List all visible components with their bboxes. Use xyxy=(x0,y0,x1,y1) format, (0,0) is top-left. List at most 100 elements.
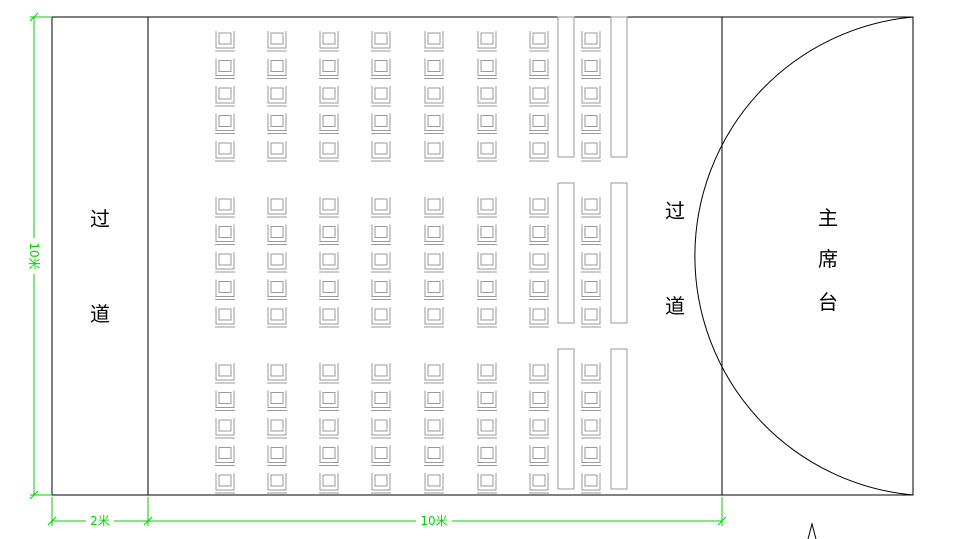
chair-icon xyxy=(581,86,601,107)
chair-icon xyxy=(215,418,235,439)
chair-icon xyxy=(477,31,497,52)
chair-icon xyxy=(215,113,235,134)
chair-icon xyxy=(477,473,497,494)
chair-icon xyxy=(424,31,444,52)
chair-icon xyxy=(267,31,287,52)
chair-icon xyxy=(477,197,497,218)
chair-icon xyxy=(267,197,287,218)
chair-icon xyxy=(424,86,444,107)
chair-icon xyxy=(319,197,339,218)
stage-label-1: 主 xyxy=(818,206,838,230)
chair-icon xyxy=(529,113,549,134)
chair-icon xyxy=(371,197,391,218)
partition xyxy=(557,182,575,324)
chair-icon xyxy=(371,473,391,494)
right-aisle-label-1: 过 xyxy=(665,199,685,223)
chair-icon xyxy=(319,113,339,134)
chair-icon xyxy=(371,141,391,162)
chair-icon xyxy=(424,252,444,273)
chair-icon xyxy=(319,473,339,494)
chair-icon xyxy=(215,252,235,273)
partition xyxy=(610,182,628,324)
chair-icon xyxy=(477,252,497,273)
chair-icon xyxy=(319,418,339,439)
chair-icon xyxy=(371,31,391,52)
chair-icon xyxy=(267,445,287,466)
chair-icon xyxy=(529,58,549,79)
chair-icon xyxy=(215,86,235,107)
building-outline xyxy=(51,16,914,496)
chair-icon xyxy=(477,113,497,134)
chair-icon xyxy=(319,252,339,273)
chair-icon xyxy=(215,363,235,384)
stage-label-3: 台 xyxy=(818,290,838,314)
chair-icon xyxy=(319,390,339,411)
chair-icon xyxy=(267,252,287,273)
hall-width-label: 10米 xyxy=(420,514,447,528)
chair-icon xyxy=(581,31,601,52)
chair-icon xyxy=(477,445,497,466)
chair-icon xyxy=(581,473,601,494)
arrow-icon xyxy=(807,522,817,539)
chair-icon xyxy=(529,418,549,439)
chair-icon xyxy=(581,197,601,218)
partition xyxy=(557,16,575,158)
chair-icon xyxy=(371,390,391,411)
chair-icon xyxy=(371,224,391,245)
chair-icon xyxy=(319,307,339,328)
chair-icon xyxy=(477,279,497,300)
chair-icon xyxy=(215,390,235,411)
chair-icon xyxy=(581,390,601,411)
chair-icon xyxy=(215,31,235,52)
chair-icon xyxy=(529,224,549,245)
chair-icon xyxy=(581,113,601,134)
chair-icon xyxy=(529,141,549,162)
chair-icon xyxy=(424,141,444,162)
chair-icon xyxy=(319,445,339,466)
chair-icon xyxy=(424,363,444,384)
chair-icon xyxy=(529,445,549,466)
partition xyxy=(557,348,575,490)
chair-icon xyxy=(424,58,444,79)
chair-icon xyxy=(477,141,497,162)
chair-icon xyxy=(267,418,287,439)
chair-icon xyxy=(477,224,497,245)
chair-icon xyxy=(267,113,287,134)
chair-icon xyxy=(215,473,235,494)
chair-icon xyxy=(581,363,601,384)
chair-icon xyxy=(319,141,339,162)
chair-icon xyxy=(267,363,287,384)
chair-icon xyxy=(529,307,549,328)
chair-icon xyxy=(267,224,287,245)
chair-icon xyxy=(581,58,601,79)
chair-icon xyxy=(319,58,339,79)
chair-icon xyxy=(371,252,391,273)
chair-icon xyxy=(215,224,235,245)
chair-icon xyxy=(424,279,444,300)
chair-icon xyxy=(215,197,235,218)
partitions xyxy=(557,16,628,490)
chair-icon xyxy=(424,307,444,328)
chair-icon xyxy=(267,307,287,328)
left-aisle-label-1: 过 xyxy=(90,207,110,231)
chair-icon xyxy=(529,279,549,300)
height-label: 10米 xyxy=(27,242,41,269)
left-width-label: 2米 xyxy=(90,514,110,528)
chair-icon xyxy=(371,363,391,384)
chair-icon xyxy=(267,58,287,79)
chair-icon xyxy=(319,86,339,107)
chair-icon xyxy=(529,31,549,52)
partition xyxy=(610,348,628,490)
chair-icon xyxy=(581,445,601,466)
chair-icon xyxy=(371,86,391,107)
stage-arc xyxy=(694,16,914,496)
chair-icon xyxy=(215,279,235,300)
chair-icon xyxy=(529,252,549,273)
chair-icon xyxy=(477,307,497,328)
chair-icon xyxy=(267,279,287,300)
chair-icon xyxy=(267,390,287,411)
chair-icon xyxy=(371,307,391,328)
chair-icon xyxy=(581,224,601,245)
chair-icon xyxy=(319,279,339,300)
chair-icon xyxy=(424,113,444,134)
